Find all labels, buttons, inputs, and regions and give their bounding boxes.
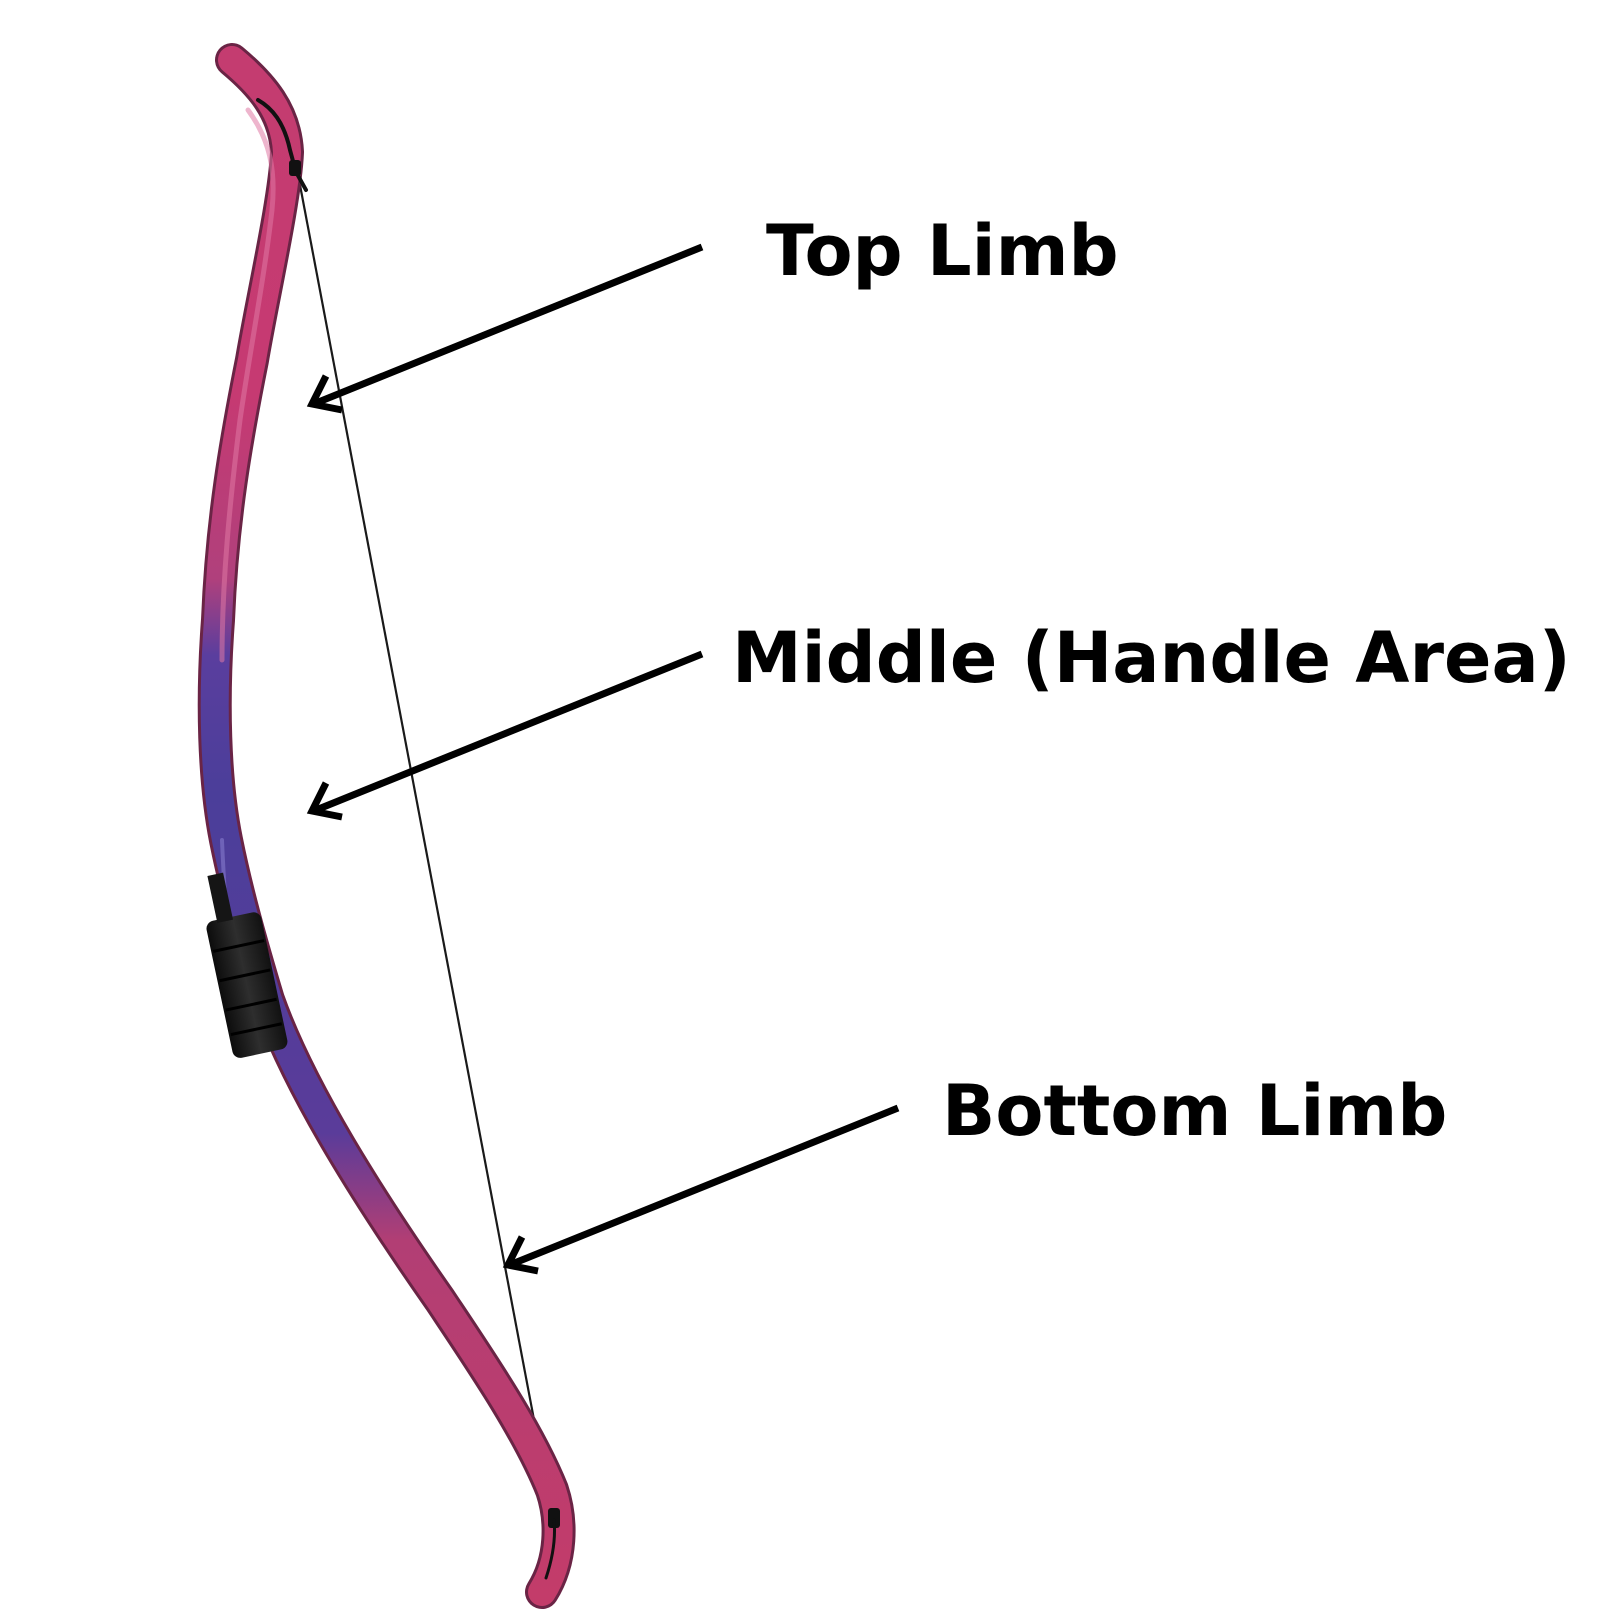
label-top-limb: Top Limb: [766, 210, 1119, 292]
bow-string: [300, 185, 553, 1520]
label-middle: Middle (Handle Area): [732, 617, 1571, 699]
top-nock-knot: [289, 160, 301, 176]
label-bottom-limb: Bottom Limb: [942, 1070, 1447, 1152]
arrow-bottom-limb: [508, 1108, 898, 1271]
arrow-top-limb: [312, 247, 702, 410]
arrow-middle: [312, 654, 702, 817]
bow-limb: [215, 60, 559, 1592]
bow-icon: [196, 60, 560, 1592]
